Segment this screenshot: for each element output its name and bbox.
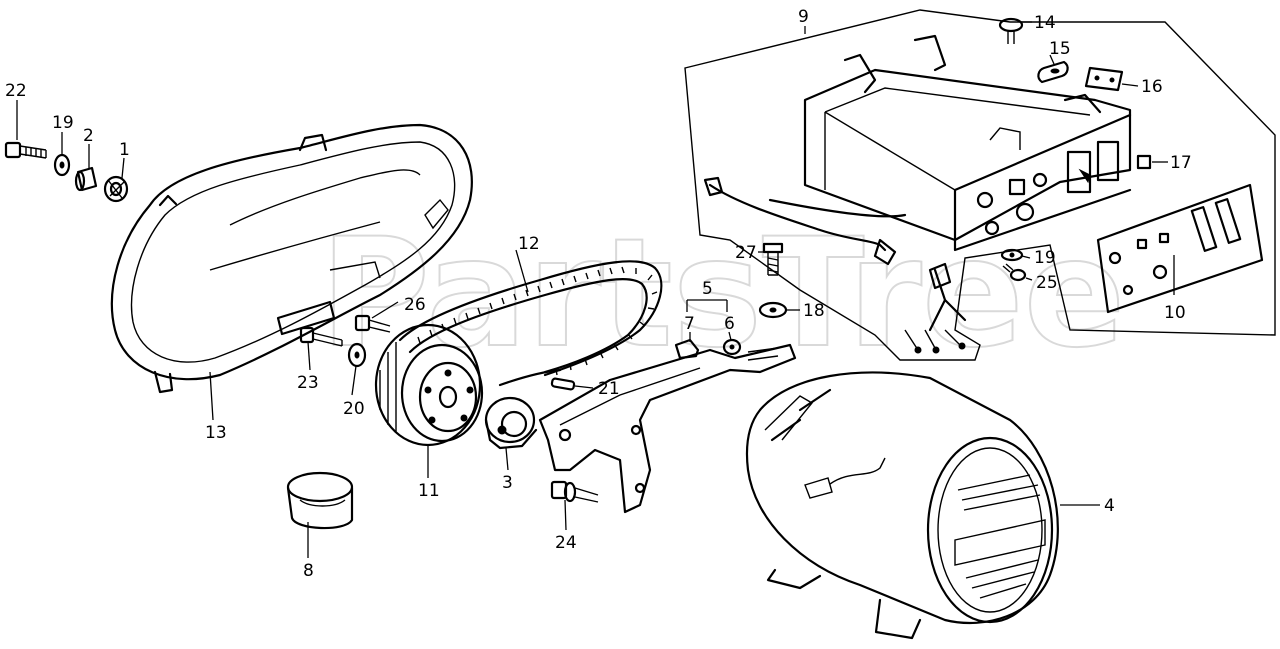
key-part-21 bbox=[550, 377, 576, 391]
callout-22: 22 bbox=[5, 81, 27, 101]
washer-part-20 bbox=[347, 342, 367, 368]
washer-part-19-left bbox=[53, 153, 71, 177]
tensioner-part-3 bbox=[484, 396, 538, 450]
sleeve-part-8 bbox=[286, 471, 354, 530]
screw-part-25 bbox=[1002, 263, 1027, 282]
callout-16: 16 bbox=[1141, 77, 1163, 97]
callout-17: 17 bbox=[1170, 153, 1192, 173]
nut-part-6 bbox=[722, 338, 742, 356]
callout-8: 8 bbox=[303, 561, 314, 581]
callout-labels: 22 19 2 1 12 13 26 23 20 11 3 8 21 24 5 … bbox=[5, 7, 1192, 581]
clip-part-7 bbox=[674, 338, 700, 360]
callout-9: 9 bbox=[798, 7, 809, 27]
callout-24: 24 bbox=[555, 533, 577, 553]
control-box-part-9 bbox=[703, 34, 1132, 354]
callout-27: 27 bbox=[735, 243, 757, 263]
bolt-part-23 bbox=[299, 326, 343, 347]
belt-part-12 bbox=[398, 260, 663, 387]
panel-part-10 bbox=[1096, 183, 1264, 314]
callout-23: 23 bbox=[297, 373, 319, 393]
callout-25: 25 bbox=[1036, 273, 1058, 293]
bolt-part-27 bbox=[762, 242, 784, 276]
pulley-part-11 bbox=[374, 323, 484, 447]
washer-part-19-right bbox=[1000, 248, 1024, 262]
callout-6: 6 bbox=[724, 314, 735, 334]
leader-lines bbox=[16, 21, 1175, 558]
callout-20: 20 bbox=[343, 399, 365, 419]
callout-2: 2 bbox=[83, 126, 94, 146]
bracket-part-5 bbox=[538, 343, 797, 514]
assembly-9-outline bbox=[684, 9, 1276, 361]
callout-18: 18 bbox=[803, 301, 825, 321]
callout-5: 5 bbox=[702, 279, 713, 299]
callout-3: 3 bbox=[502, 473, 513, 493]
callout-10: 10 bbox=[1164, 303, 1186, 323]
washer-part-18 bbox=[758, 301, 788, 319]
plate-part-16 bbox=[1084, 66, 1124, 92]
callout-21: 21 bbox=[598, 379, 620, 399]
bolt-part-26 bbox=[354, 314, 391, 333]
callout-13: 13 bbox=[205, 423, 227, 443]
block-part-17 bbox=[1136, 154, 1152, 170]
callout-12: 12 bbox=[518, 234, 540, 254]
bolt-part-22 bbox=[4, 141, 47, 159]
belt-cover-part bbox=[110, 123, 473, 394]
callout-14: 14 bbox=[1034, 13, 1056, 33]
callout-11: 11 bbox=[418, 481, 440, 501]
clip-part-15 bbox=[1037, 60, 1069, 84]
callout-19: 19 bbox=[52, 113, 74, 133]
callout-7: 7 bbox=[684, 314, 695, 334]
callout-1: 1 bbox=[119, 140, 130, 160]
bolt-part-24 bbox=[550, 480, 599, 503]
callout-19-right: 19 bbox=[1034, 248, 1056, 268]
callout-26: 26 bbox=[404, 295, 426, 315]
pin-part-14 bbox=[998, 17, 1024, 44]
generator-part-4 bbox=[745, 371, 1059, 640]
nut-part-1 bbox=[103, 175, 129, 203]
collar-part-2 bbox=[74, 166, 98, 192]
callout-4: 4 bbox=[1104, 496, 1115, 516]
callout-15: 15 bbox=[1049, 39, 1071, 59]
